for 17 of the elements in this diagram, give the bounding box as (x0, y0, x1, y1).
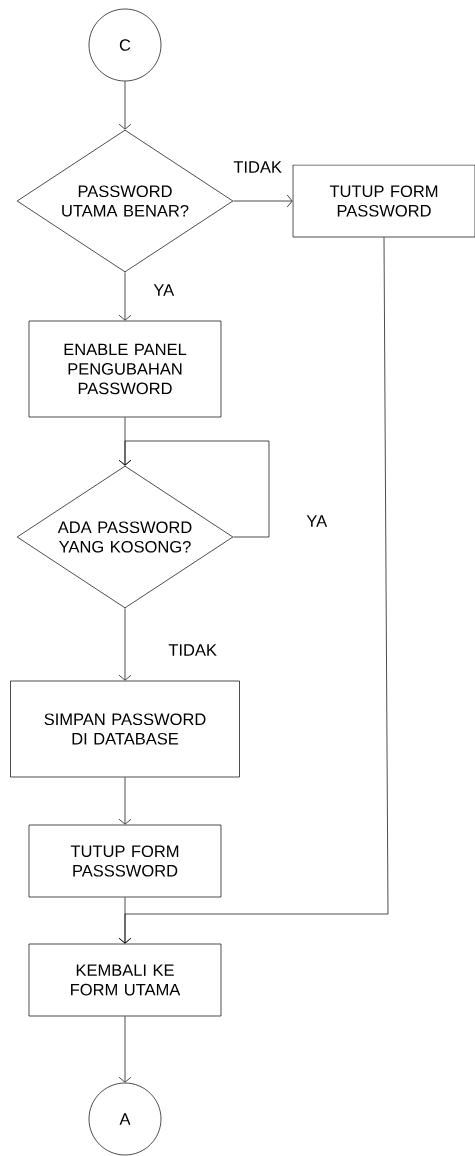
arrow (118, 1016, 132, 1083)
arrow (118, 272, 132, 321)
process-box: KEMBALI KE FORM UTAMA (28, 943, 222, 1017)
process-box: TUTUP FORM PASSWORD (292, 164, 475, 238)
process-box: ENABLE PANEL PENGUBAHAN PASSWORD (28, 320, 222, 418)
arrow (118, 237, 389, 944)
process-box: SIMPAN PASSWORD DI DATABASE (10, 680, 240, 778)
arrow (118, 608, 132, 681)
process-box: TUTUP FORM PASSSWORD (28, 824, 222, 898)
arrow (118, 81, 132, 130)
arrow (118, 777, 132, 825)
edge-label: YA (305, 514, 329, 528)
arrow (118, 440, 270, 538)
edge-label: TIDAK (167, 643, 218, 657)
edge-label: TIDAK (232, 160, 283, 174)
arrow (233, 194, 293, 208)
edge-label: YA (152, 283, 176, 297)
